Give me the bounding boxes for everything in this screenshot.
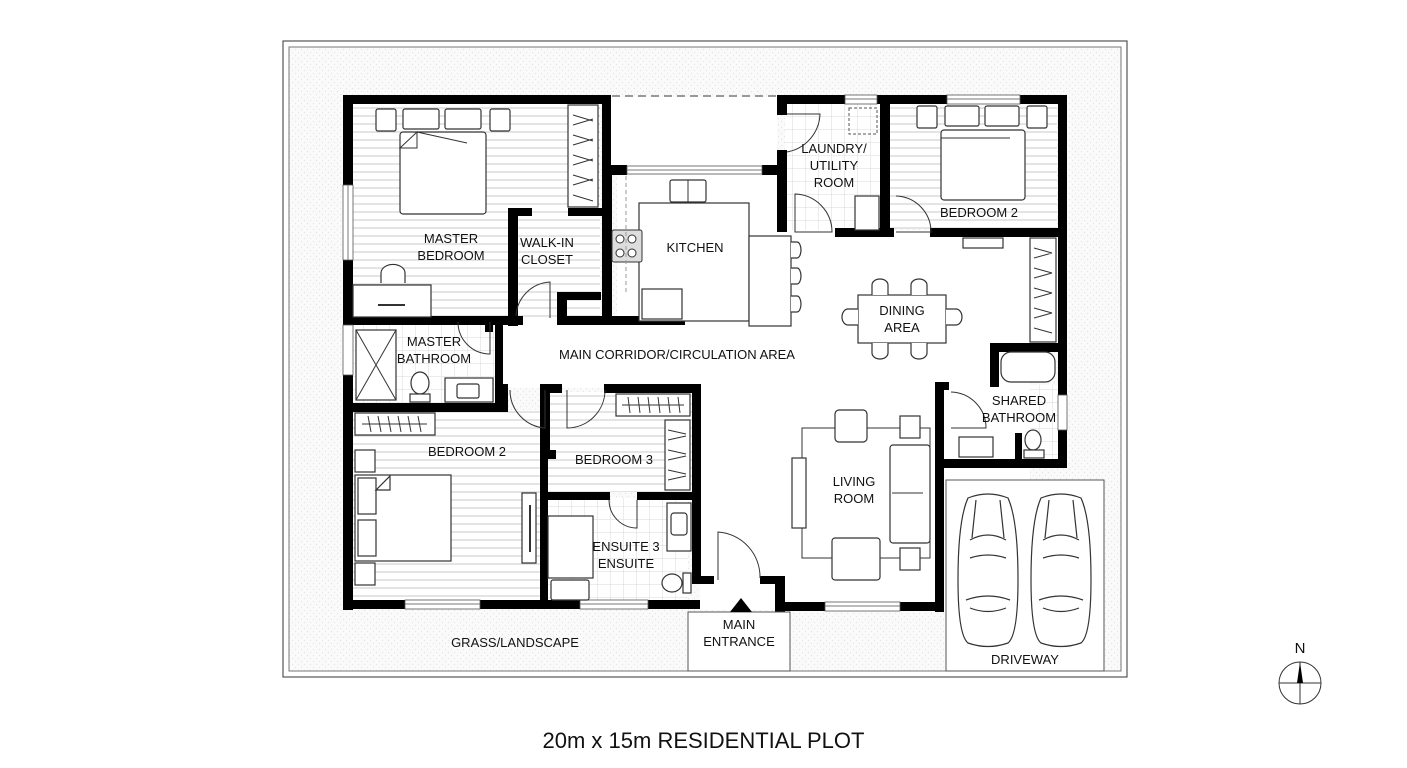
plot-title: 20m x 15m RESIDENTIAL PLOT — [542, 728, 865, 753]
living-room-label: LIVING — [833, 474, 876, 489]
master-bedroom-label: MASTER — [424, 231, 478, 246]
bedroom3-furniture — [615, 393, 691, 491]
dining-label-2: AREA — [884, 320, 920, 335]
living-room-furniture — [791, 409, 931, 581]
master-bedroom-furniture — [352, 104, 599, 318]
entrance-arrow-icon — [730, 598, 752, 612]
dining-label: DINING — [879, 303, 925, 318]
laundry-label-3: ROOM — [814, 175, 854, 190]
master-bathroom-label: MASTER — [407, 334, 461, 349]
ensuite3-label: ENSUITE 3 — [592, 539, 659, 554]
master-bedroom-label-2: BEDROOM — [417, 248, 484, 263]
walls — [343, 95, 1067, 612]
master-bathroom-fixtures — [355, 329, 494, 403]
laundry-label: LAUNDRY/ — [801, 141, 867, 156]
walk-in-closet-label: WALK-IN — [520, 235, 574, 250]
room-labels: MASTER BEDROOM WALK-IN CLOSET KITCHEN LA… — [397, 141, 1059, 667]
shared-bathroom-label-2: BATHROOM — [982, 410, 1056, 425]
bedroom2-ne-furniture — [916, 105, 1057, 343]
laundry-label-2: UTILITY — [810, 158, 859, 173]
bedroom3-label: BEDROOM 3 — [575, 452, 653, 467]
shared-bathroom-label: SHARED — [992, 393, 1046, 408]
north-compass-icon: N — [1278, 640, 1322, 705]
living-room-label-2: ROOM — [834, 491, 874, 506]
walk-in-closet-label-2: CLOSET — [521, 252, 573, 267]
main-entrance-label-2: ENTRANCE — [703, 634, 775, 649]
driveway-label: DRIVEWAY — [991, 652, 1059, 667]
ensuite3-label-2: ENSUITE — [598, 556, 655, 571]
car-icon — [1030, 493, 1092, 648]
shared-bathroom-fixtures — [958, 351, 1056, 459]
bedroom2-ne-label: BEDROOM 2 — [940, 205, 1018, 220]
dining-furniture — [841, 278, 963, 360]
kitchen-label: KITCHEN — [666, 240, 723, 255]
main-entrance-label: MAIN — [723, 617, 756, 632]
doors[interactable] — [457, 113, 987, 580]
bedroom2-sw-label: BEDROOM 2 — [428, 444, 506, 459]
bedroom2-sw-furniture — [354, 412, 537, 586]
compass-label: N — [1295, 640, 1306, 657]
master-bathroom-label-2: BATHROOM — [397, 351, 471, 366]
kitchen-furniture — [611, 176, 802, 327]
car-icon — [957, 493, 1019, 648]
windows — [342, 94, 1068, 612]
grass-landscape-label: GRASS/LANDSCAPE — [451, 635, 579, 650]
corridor-label: MAIN CORRIDOR/CIRCULATION AREA — [559, 347, 795, 362]
laundry-furniture — [848, 107, 880, 231]
ensuite-fixtures — [547, 502, 692, 601]
